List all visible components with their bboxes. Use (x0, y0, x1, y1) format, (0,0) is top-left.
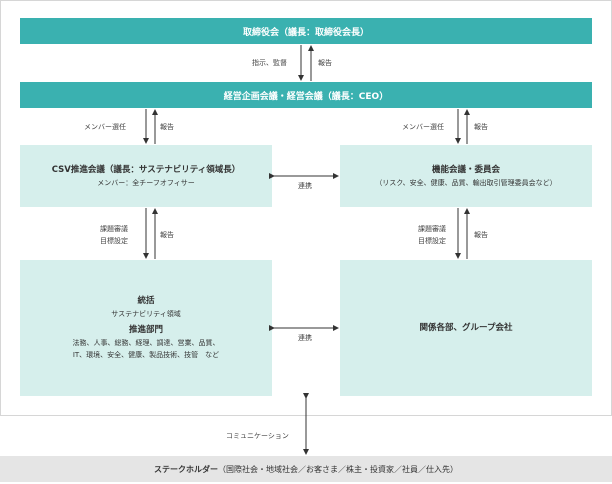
stakeholders-detail: （国際社会・地域社会／お客さま／株主・投資家／社員／仕入先） (218, 464, 458, 474)
label-communication: コミュニケーション (226, 432, 289, 440)
executive-meeting-bar: 経営企画会議・経営会議（議長：CEO） (20, 82, 592, 108)
group-companies-title: 関係各部、グループ会社 (419, 322, 513, 333)
label-left-mid-up: 報告 (160, 231, 174, 239)
label-right-mid-up: 報告 (474, 231, 488, 239)
control-title: 統括 (137, 296, 155, 306)
group-companies-box: 関係各部、グループ会社 (340, 260, 592, 396)
label-right-up: 報告 (474, 123, 488, 131)
label-left-mid-down-2: 目標設定 (100, 237, 128, 245)
stakeholders-bar: ステークホルダー （国際社会・地域社会／お客さま／株主・投資家／社員／仕入先） (0, 456, 612, 482)
control-sub: サステナビリティ領域 (111, 310, 181, 318)
stakeholders-title: ステークホルダー (154, 464, 218, 474)
functional-meeting-title: 機能会議・委員会 (431, 164, 500, 175)
functional-meeting-box: 機能会議・委員会 （リスク、安全、健康、品質、輸出取引管理委員会など） (340, 145, 592, 207)
label-board-up: 報告 (318, 59, 332, 67)
board-bar: 取締役会（議長：取締役会長） (20, 18, 592, 44)
label-right-mid-down-1: 課題審議 (418, 225, 446, 233)
label-board-down: 指示、監督 (252, 59, 287, 67)
label-coop-top: 連携 (298, 182, 312, 190)
label-right-mid-down-2: 目標設定 (418, 237, 446, 245)
executive-meeting-label: 経営企画会議・経営会議（議長：CEO） (223, 91, 389, 102)
promotion-dept-line2: IT、環境、安全、健康、製品技術、技管 など (72, 351, 220, 359)
board-label: 取締役会（議長：取締役会長） (242, 27, 369, 38)
label-right-down: メンバー選任 (402, 123, 444, 131)
label-left-up: 報告 (160, 123, 174, 131)
label-left-down: メンバー選任 (84, 123, 126, 131)
functional-meeting-members: （リスク、安全、健康、品質、輸出取引管理委員会など） (375, 178, 557, 187)
csv-promotion-members: メンバー：全チーフオフィサー (97, 178, 195, 187)
csv-promotion-box: CSV推進会議（議長：サステナビリティ領域長） メンバー：全チーフオフィサー (20, 145, 272, 207)
label-left-mid-down-1: 課題審議 (100, 225, 128, 233)
label-coop-bottom: 連携 (298, 334, 312, 342)
control-box: 統括 サステナビリティ領域 推進部門 法務、人事、総務、経理、調達、営業、品質、… (20, 260, 272, 396)
promotion-dept-line1: 法務、人事、総務、経理、調達、営業、品質、 (72, 339, 220, 347)
csv-promotion-title: CSV推進会議（議長：サステナビリティ領域長） (51, 164, 241, 175)
promotion-dept-title: 推進部門 (128, 325, 163, 335)
